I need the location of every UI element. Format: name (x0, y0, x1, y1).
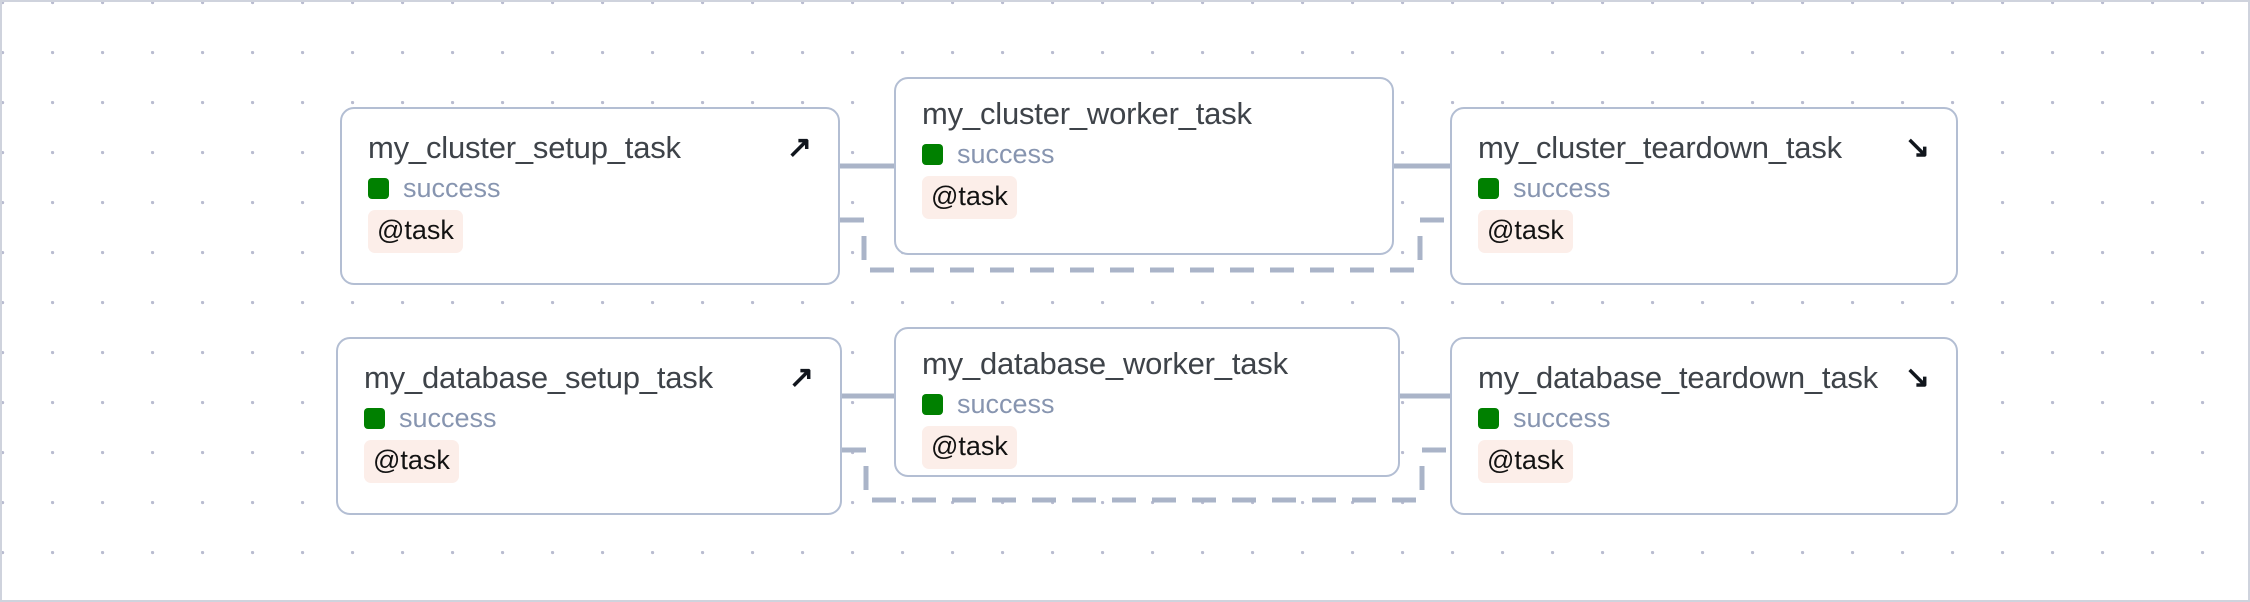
task-badge-row: @task (1478, 439, 1930, 483)
arrow-down-right-icon[interactable]: ↘ (1904, 361, 1930, 395)
task-status-row: success (922, 138, 1366, 169)
task-badge-row: @task (1478, 209, 1930, 253)
task-status-row: success (922, 388, 1372, 419)
task-node-title: my_cluster_teardown_task (1478, 130, 1842, 165)
task-decorator-badge: @task (1478, 209, 1573, 253)
task-status-row: success (364, 402, 814, 433)
task-status-label: success (399, 402, 497, 433)
task-node-header: my_cluster_setup_task ↗ (368, 130, 812, 166)
task-status-row: success (1478, 172, 1930, 203)
task-node-title: my_database_setup_task (364, 360, 713, 395)
task-status-label: success (1513, 172, 1611, 203)
status-success-swatch-icon (922, 143, 943, 165)
task-node-title: my_database_teardown_task (1478, 360, 1878, 395)
status-success-swatch-icon (922, 393, 943, 415)
task-node-header: my_database_teardown_task ↘ (1478, 360, 1930, 396)
task-node-header: my_cluster_worker_task (922, 96, 1366, 132)
status-success-swatch-icon (364, 407, 385, 429)
task-status-label: success (957, 388, 1055, 419)
status-success-swatch-icon (1478, 177, 1499, 199)
task-decorator-badge: @task (922, 425, 1017, 469)
task-status-label: success (957, 138, 1055, 169)
task-node-my-cluster-setup-task[interactable]: my_cluster_setup_task ↗ success @task (340, 107, 840, 285)
task-node-header: my_database_setup_task ↗ (364, 360, 814, 396)
task-decorator-badge: @task (922, 175, 1017, 219)
task-node-header: my_database_worker_task (922, 346, 1372, 382)
task-decorator-badge: @task (1478, 439, 1573, 483)
task-node-title: my_cluster_worker_task (922, 96, 1252, 131)
task-status-label: success (1513, 402, 1611, 433)
status-success-swatch-icon (368, 177, 389, 199)
arrow-down-right-icon[interactable]: ↘ (1904, 131, 1930, 165)
task-decorator-badge: @task (368, 209, 463, 253)
task-badge-row: @task (922, 425, 1372, 469)
task-node-my-database-worker-task[interactable]: my_database_worker_task success @task (894, 327, 1400, 477)
task-node-my-database-setup-task[interactable]: my_database_setup_task ↗ success @task (336, 337, 842, 515)
status-success-swatch-icon (1478, 407, 1499, 429)
task-status-row: success (1478, 402, 1930, 433)
task-status-row: success (368, 172, 812, 203)
task-decorator-badge: @task (364, 439, 459, 483)
task-badge-row: @task (368, 209, 812, 253)
task-node-title: my_database_worker_task (922, 346, 1288, 381)
task-badge-row: @task (364, 439, 814, 483)
task-badge-row: @task (922, 175, 1366, 219)
task-node-my-cluster-worker-task[interactable]: my_cluster_worker_task success @task (894, 77, 1394, 255)
task-node-header: my_cluster_teardown_task ↘ (1478, 130, 1930, 166)
task-node-my-cluster-teardown-task[interactable]: my_cluster_teardown_task ↘ success @task (1450, 107, 1958, 285)
task-status-label: success (403, 172, 501, 203)
arrow-up-right-icon[interactable]: ↗ (788, 361, 814, 395)
arrow-up-right-icon[interactable]: ↗ (786, 131, 812, 165)
task-node-my-database-teardown-task[interactable]: my_database_teardown_task ↘ success @tas… (1450, 337, 1958, 515)
task-node-title: my_cluster_setup_task (368, 130, 681, 165)
